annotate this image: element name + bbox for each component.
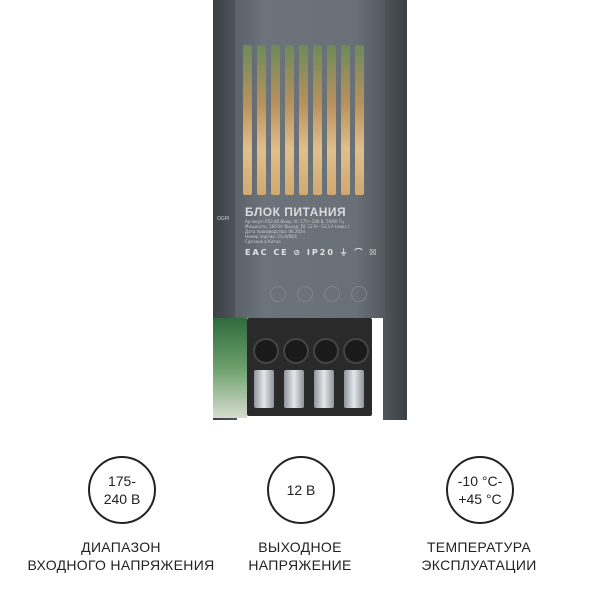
- caption-line: ВХОДНОГО НАПРЯЖЕНИЯ: [27, 557, 215, 573]
- terminal-block: [247, 318, 372, 416]
- product-label: БЛОК ПИТАНИЯ Артикул: PS3-60 Вход: AC 17…: [245, 205, 385, 258]
- spec-line: Мощность: 160 Вт Выход: DC 12 В—13,3 А (…: [245, 224, 350, 229]
- badge-value: 175-: [107, 473, 137, 489]
- label-title: БЛОК ПИТАНИЯ: [245, 205, 347, 219]
- input-voltage-badge: 175- 240 В: [88, 456, 156, 524]
- badge-value: -10 °C-: [457, 473, 503, 489]
- info-line: Дата производства: 06.2024: [245, 229, 306, 234]
- temperature-caption: ТЕМПЕРАТУРА ЭКСПЛУАТАЦИИ: [379, 538, 579, 574]
- caption-line: ТЕМПЕРАТУРА: [426, 539, 532, 555]
- output-voltage-caption: ВЫХОДНОЕ НАПРЯЖЕНИЕ: [200, 538, 400, 574]
- circuit-board: [213, 318, 247, 418]
- badge-value: 12 В: [286, 482, 316, 498]
- spec-line: Артикул: PS3-60 Вход: AC 175—240 В, 50/6…: [245, 219, 344, 224]
- caption-line: ЭКСПЛУАТАЦИИ: [421, 557, 537, 573]
- certification-marks: EAC CE ⊘ IP20 ⏚ ⌒ ☒: [245, 248, 379, 257]
- badge-value: 240 В: [103, 491, 141, 507]
- badge-value: +45 °C: [458, 491, 502, 507]
- input-voltage-caption: ДИАПАЗОН ВХОДНОГО НАПРЯЖЕНИЯ: [21, 538, 221, 574]
- caption-line: НАПРЯЖЕНИЕ: [248, 557, 352, 573]
- temperature-badge: -10 °C- +45 °C: [446, 456, 514, 524]
- caption-line: ДИАПАЗОН: [81, 539, 161, 555]
- housing-top: [235, 0, 385, 318]
- info-line: Сделано в Китае: [245, 239, 281, 244]
- housing-side-right: [383, 0, 407, 420]
- brand-logo: OGM: [217, 216, 230, 222]
- output-voltage-badge: 12 В: [267, 456, 335, 524]
- power-supply-image: БЛОК ПИТАНИЯ Артикул: PS3-60 Вход: AC 17…: [205, 0, 410, 432]
- info-line: Номер партии: CU-A/N24: [245, 234, 297, 239]
- caption-line: ВЫХОДНОЕ: [258, 539, 342, 555]
